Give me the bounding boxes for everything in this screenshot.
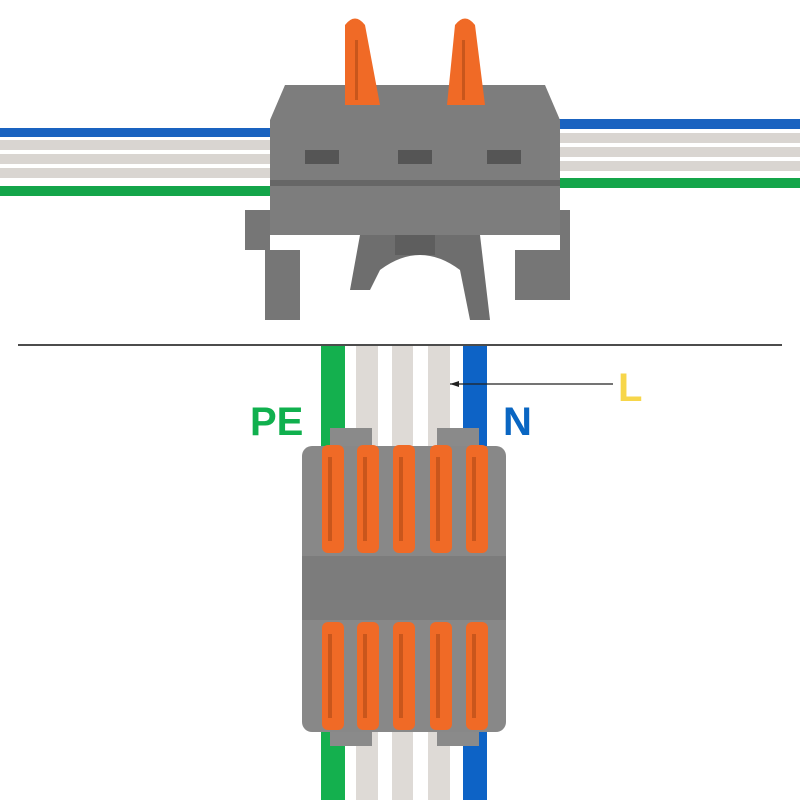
label-pe: PE	[250, 400, 304, 444]
label-n: N	[503, 400, 532, 444]
bottom-connector	[302, 428, 506, 746]
label-l: L	[618, 366, 643, 410]
lever-groove	[399, 457, 403, 541]
lever-top-2	[357, 445, 379, 553]
lever-bottom-1	[322, 622, 344, 730]
lever-top-3	[393, 445, 415, 553]
lever-top-1	[322, 445, 344, 553]
top-wires	[0, 119, 800, 196]
lever-groove	[363, 457, 367, 541]
lever-groove	[399, 634, 403, 718]
lever-groove	[472, 634, 476, 718]
lever-groove	[328, 457, 332, 541]
lever-bottom-4	[430, 622, 452, 730]
arrow-l	[450, 381, 613, 387]
lever-groove	[363, 634, 367, 718]
lever-groove	[436, 634, 440, 718]
lever-bottom-5	[466, 622, 488, 730]
lever-bottom-3	[393, 622, 415, 730]
lever-groove	[436, 457, 440, 541]
lever-groove	[472, 457, 476, 541]
lever-bottom-2	[357, 622, 379, 730]
lever-top-5	[466, 445, 488, 553]
lever-top-4	[430, 445, 452, 553]
top-connector	[245, 18, 570, 320]
lever-groove	[328, 634, 332, 718]
